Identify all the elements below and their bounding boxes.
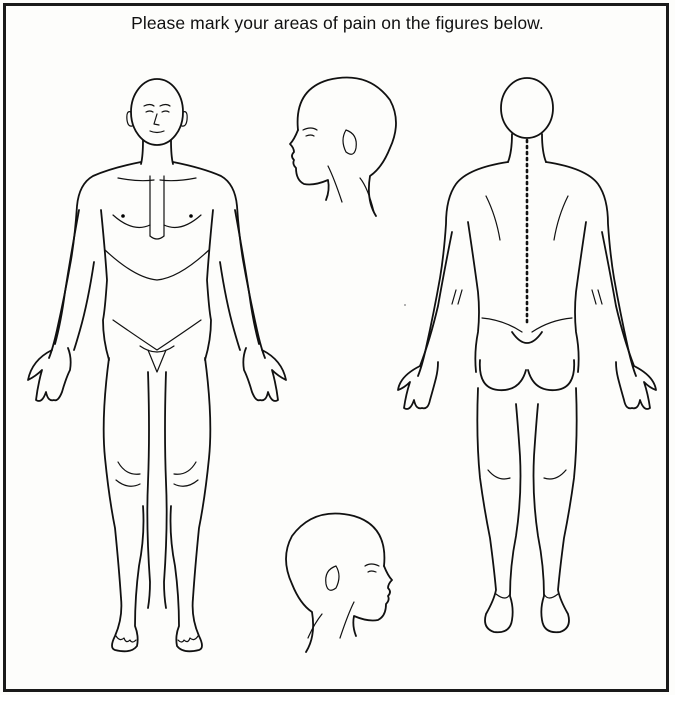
paper-speck [404, 304, 406, 306]
head-profile-right[interactable] [290, 78, 396, 217]
head-profile-left[interactable] [286, 514, 392, 653]
body-front-figure[interactable] [28, 79, 286, 651]
body-back-figure[interactable] [398, 78, 656, 632]
page-margin [0, 695, 675, 703]
